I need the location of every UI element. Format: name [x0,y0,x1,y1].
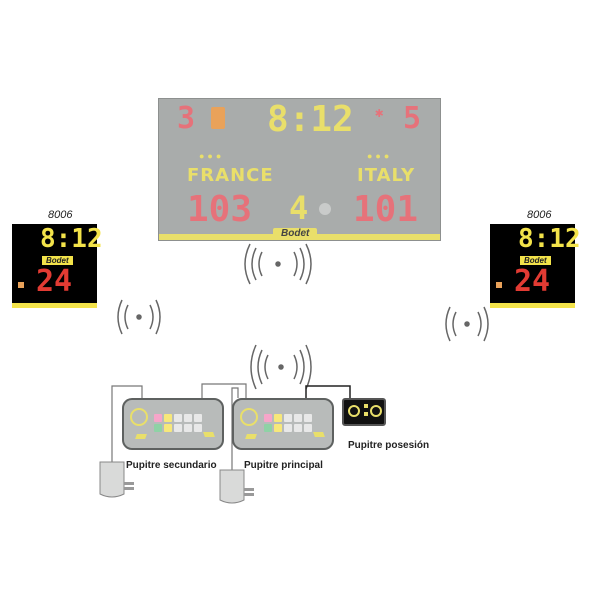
secondary-power-plug-icon [99,461,134,498]
possession-console [342,398,386,426]
possession-console-cable [305,385,351,398]
secondary-console-dial-icon [130,408,148,426]
possession-left-arrow-icon [348,405,360,417]
secondary-console-arrow-icon-right [203,432,215,437]
left-shot-clock-seconds: 24 [36,264,73,299]
left-shot-clock-brand: Bodet [42,256,73,265]
home-fouls-dots-icon: ●●● [199,151,225,161]
right-shot-clock: 8:12 Bodet 24 [490,224,581,308]
away-score: 101 [353,189,419,230]
possession-star-icon: ✱ [375,105,384,121]
right-shot-clock-seconds: 24 [514,264,551,299]
possession-console-label: Pupitre posesión [348,440,430,451]
wireless-signal-icon-right [445,306,489,342]
home-period: 3 [177,101,196,136]
left-shot-clock-time: 8:12 [40,224,103,254]
possession-right-arrow-icon [370,405,382,417]
left-shot-clock-indicator-icon [18,282,24,288]
right-shot-clock-stripe [490,303,575,308]
away-team-name: ITALY [357,165,416,186]
away-fouls-dots-icon: ●●● [367,151,393,161]
secondary-console-label: Pupitre secundario [126,460,217,471]
right-shot-clock-model: 8006 [527,209,552,221]
basketball-federation-logo-icon [211,107,225,129]
main-scoreboard: 3 8:12 ✱ 5 ●●● ●●● FRANCE ITALY 103 4 10… [158,98,441,241]
main-console [232,398,334,450]
right-shot-clock-brand: Bodet [520,256,551,265]
away-period: 5 [403,101,422,136]
main-console-label: Pupitre principal [244,460,323,471]
main-console-dial-icon [240,408,258,426]
wireless-signal-icon-top [244,243,312,285]
brand-logo: Bodet [273,228,318,239]
left-shot-clock-stripe [12,303,97,308]
console-link-cable [201,383,247,398]
home-team-name: FRANCE [187,165,274,186]
left-shot-clock: 8:12 Bodet 24 [12,224,103,308]
main-console-arrow-icon [245,434,257,439]
center-number: 4 [289,189,309,227]
right-shot-clock-indicator-icon [496,282,502,288]
wireless-signal-icon-center [250,344,312,390]
main-power-plug-icon [219,469,254,504]
left-shot-clock-model: 8006 [48,209,73,221]
wireless-signal-icon-left [117,299,161,335]
horn-speaker-icon [319,203,331,215]
game-clock: 8:12 [267,99,354,140]
home-score: 103 [187,189,253,230]
main-console-arrow-icon-right [313,432,325,437]
right-shot-clock-time: 8:12 [518,224,581,254]
secondary-console [122,398,224,450]
secondary-console-arrow-icon [135,434,147,439]
secondary-power-cable [111,385,143,462]
